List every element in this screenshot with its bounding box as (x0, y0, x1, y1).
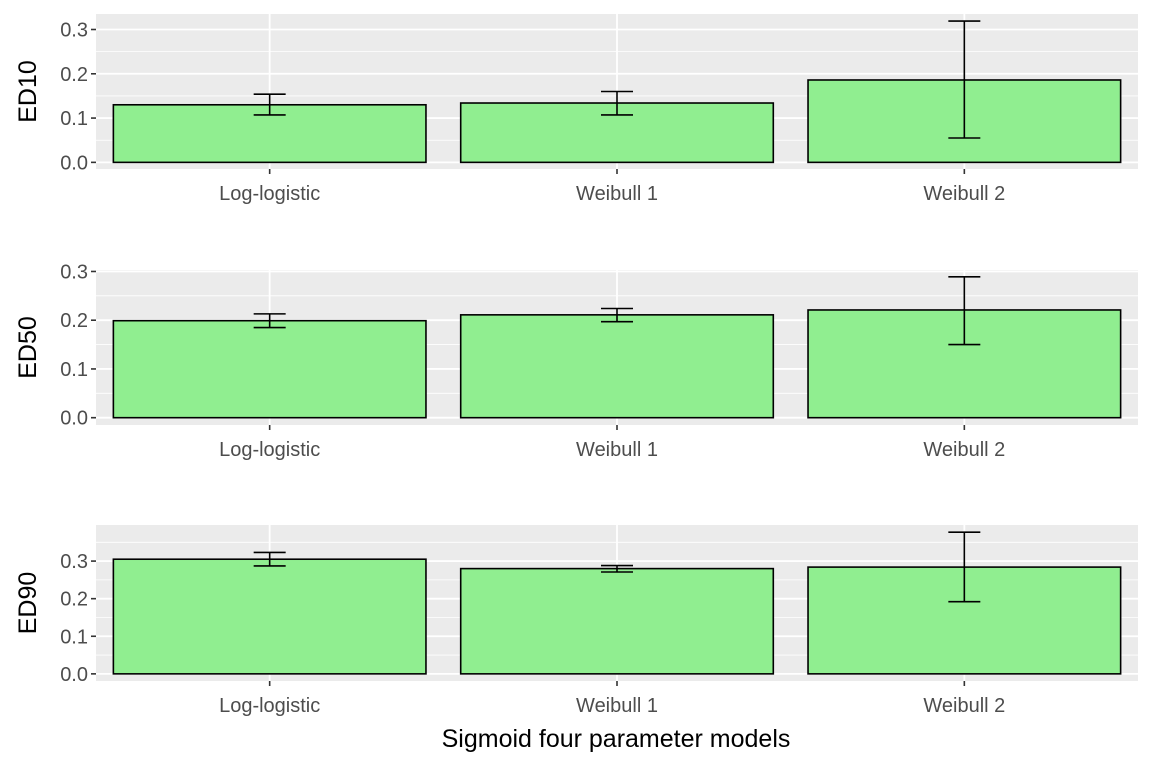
y-tick-label: 0.3 (60, 551, 88, 573)
bar-log-logistic (112, 103, 427, 164)
error-bar (253, 313, 286, 329)
error-bar (601, 564, 633, 573)
bar-weibull-1 (459, 314, 775, 419)
bar-weibull-1 (459, 102, 775, 164)
y-tick-label: 0.0 (60, 152, 88, 174)
y-tick-label: 0.0 (60, 664, 88, 686)
x-tick-label: Log-logistic (219, 183, 320, 205)
x-tick-label: Log-logistic (219, 439, 320, 461)
y-tick-label: 0.1 (60, 108, 88, 130)
error-bar (253, 93, 286, 116)
y-tick-label: 0.1 (60, 626, 88, 648)
x-tick-label: Weibull 1 (576, 695, 658, 717)
y-axis-title: ED50 (14, 316, 42, 379)
error-bar (601, 90, 633, 116)
x-tick-label: Weibull 1 (576, 183, 658, 205)
y-tick-label: 0.3 (60, 20, 88, 42)
error-bar (253, 551, 286, 567)
error-bar (601, 307, 633, 323)
bar-weibull-1 (459, 567, 775, 675)
y-axis-title: ED10 (14, 60, 42, 123)
y-tick-label: 0.3 (60, 261, 88, 283)
error-bar (948, 276, 981, 346)
error-bar (948, 531, 981, 603)
x-tick-label: Weibull 1 (576, 439, 658, 461)
x-tick-label: Weibull 2 (923, 183, 1005, 205)
y-tick-label: 0.2 (60, 64, 88, 86)
y-tick-label: 0.0 (60, 408, 88, 430)
x-tick-label: Weibull 2 (923, 695, 1005, 717)
bar-log-logistic (112, 319, 427, 419)
bar-log-logistic (112, 558, 427, 675)
y-tick-label: 0.2 (60, 589, 88, 611)
x-tick-label: Log-logistic (219, 695, 320, 717)
y-tick-label: 0.2 (60, 310, 88, 332)
x-tick-label: Weibull 2 (923, 439, 1005, 461)
y-axis-title: ED90 (14, 572, 42, 635)
y-tick-label: 0.1 (60, 359, 88, 381)
x-axis-title: Sigmoid four parameter models (442, 725, 791, 753)
error-bar (948, 20, 981, 139)
